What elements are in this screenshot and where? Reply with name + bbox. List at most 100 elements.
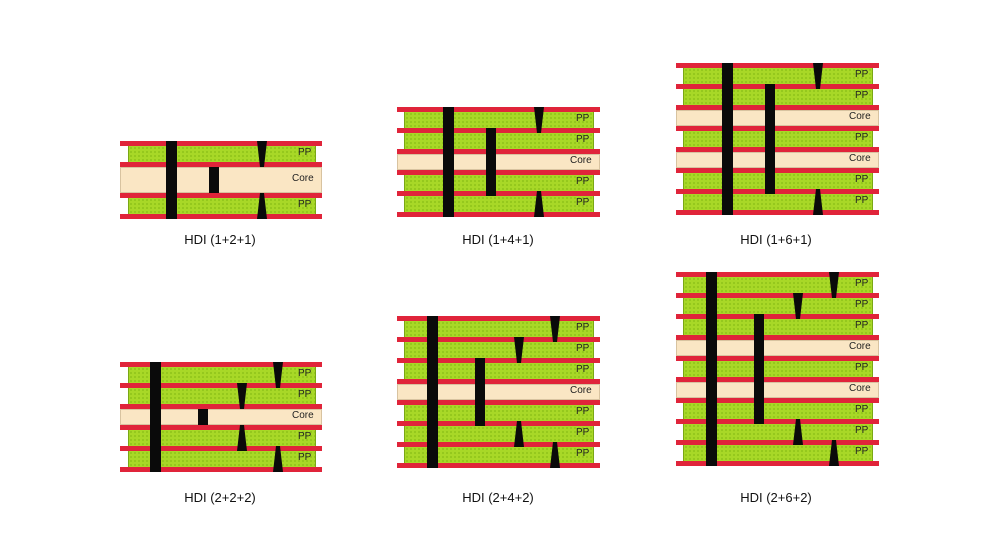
core-label: Core [849, 111, 871, 122]
core-label: Core [292, 173, 314, 184]
pp-label: PP [576, 427, 590, 438]
pp-label: PP [576, 343, 590, 354]
copper-layer [676, 293, 879, 298]
copper-layer [676, 398, 879, 403]
via [150, 362, 161, 472]
microvia [514, 337, 524, 363]
via [754, 314, 764, 424]
prepreg-layer [683, 89, 873, 105]
prepreg-layer [404, 112, 594, 128]
prepreg-layer [128, 146, 316, 162]
via [722, 63, 733, 215]
copper-layer [397, 379, 600, 384]
diagram-title-6: HDI (2+6+2) [740, 490, 812, 505]
prepreg-layer [128, 388, 316, 404]
diagram-title-1: HDI (1+2+1) [184, 232, 256, 247]
copper-layer [120, 404, 322, 409]
prepreg-layer [404, 405, 594, 421]
microvia [257, 141, 267, 167]
copper-layer [120, 383, 322, 388]
copper-layer [676, 377, 879, 382]
pp-label: PP [576, 197, 590, 208]
copper-layer [676, 126, 879, 131]
core-label: Core [849, 383, 871, 394]
microvia [550, 316, 560, 342]
prepreg-layer [404, 133, 594, 149]
prepreg-layer [683, 424, 873, 440]
microvia [237, 383, 247, 409]
pp-label: PP [855, 278, 869, 289]
core-label: Core [849, 341, 871, 352]
pp-label: PP [855, 362, 869, 373]
copper-layer [397, 191, 600, 196]
pp-label: PP [576, 406, 590, 417]
prepreg-layer [683, 403, 873, 419]
copper-layer [676, 440, 879, 445]
microvia [257, 193, 267, 219]
prepreg-layer [683, 445, 873, 461]
prepreg-layer [404, 363, 594, 379]
copper-layer [397, 212, 600, 217]
prepreg-layer [683, 173, 873, 189]
pp-label: PP [855, 299, 869, 310]
core-layer [397, 384, 600, 400]
pp-label: PP [855, 90, 869, 101]
pp-label: PP [855, 195, 869, 206]
prepreg-layer [683, 68, 873, 84]
pp-label: PP [855, 174, 869, 185]
copper-layer [676, 272, 879, 277]
pp-label: PP [298, 389, 312, 400]
pp-label: PP [855, 69, 869, 80]
copper-layer [397, 421, 600, 426]
core-label: Core [570, 385, 592, 396]
copper-layer [120, 193, 322, 198]
pp-label: PP [576, 322, 590, 333]
copper-layer [676, 63, 879, 68]
prepreg-layer [404, 175, 594, 191]
microvia [534, 107, 544, 133]
via [443, 107, 454, 217]
copper-layer [676, 189, 879, 194]
microvia [534, 191, 544, 217]
copper-layer [397, 149, 600, 154]
copper-layer [397, 107, 600, 112]
copper-layer [676, 356, 879, 361]
microvia [273, 362, 283, 388]
via [486, 128, 496, 196]
copper-layer [676, 210, 879, 215]
core-label: Core [849, 153, 871, 164]
microvia [273, 446, 283, 472]
core-layer [120, 167, 322, 193]
copper-layer [676, 314, 879, 319]
copper-layer [676, 105, 879, 110]
microvia [793, 293, 803, 319]
copper-layer [397, 337, 600, 342]
prepreg-layer [404, 321, 594, 337]
via [475, 358, 485, 426]
pp-label: PP [298, 199, 312, 210]
pp-label: PP [855, 425, 869, 436]
diagram-title-2: HDI (1+4+1) [462, 232, 534, 247]
copper-layer [397, 128, 600, 133]
core-layer [120, 409, 322, 425]
pp-label: PP [298, 452, 312, 463]
microvia [237, 425, 247, 451]
prepreg-layer [128, 430, 316, 446]
microvia [514, 421, 524, 447]
copper-layer [676, 168, 879, 173]
copper-layer [120, 446, 322, 451]
copper-layer [120, 425, 322, 430]
diagram-title-4: HDI (2+2+2) [184, 490, 256, 505]
microvia [813, 63, 823, 89]
via [166, 141, 177, 219]
via [209, 167, 219, 193]
microvia [550, 442, 560, 468]
prepreg-layer [128, 198, 316, 214]
pp-label: PP [576, 364, 590, 375]
prepreg-layer [128, 367, 316, 383]
prepreg-layer [683, 298, 873, 314]
prepreg-layer [404, 447, 594, 463]
copper-layer [120, 214, 322, 219]
core-label: Core [292, 410, 314, 421]
via [706, 272, 717, 466]
